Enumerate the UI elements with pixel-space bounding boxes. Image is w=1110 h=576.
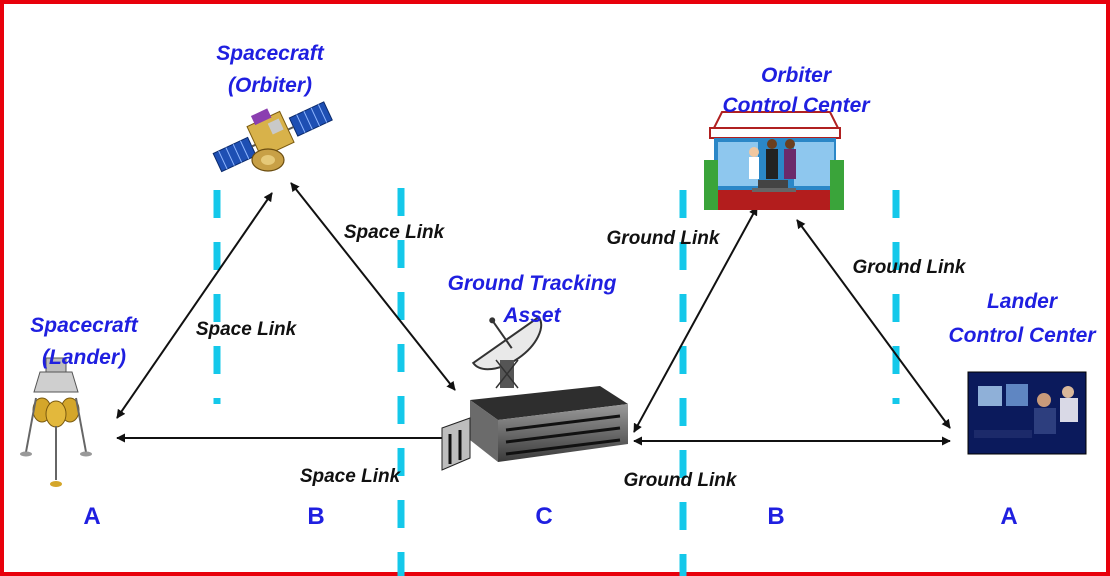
ground-asset-label-line1: Ground Tracking: [448, 272, 617, 295]
link-label-orbiter-cc-lander-cc: Ground Link: [853, 257, 967, 278]
link-label-ground-orbiter-cc: Ground Link: [607, 228, 721, 249]
zone-label-a-left: A: [83, 503, 100, 530]
lander-label-line1: Spacecraft: [30, 314, 138, 337]
link-arrow-ground-orbiter-cc: [633, 206, 758, 433]
lander-control-label-line1: Lander: [987, 290, 1059, 313]
zone-label-c: C: [535, 503, 552, 530]
lander-control-label-line2: Control Center: [949, 324, 1098, 347]
link-arrow-orbiter-cc-lander-cc: [796, 219, 951, 429]
link-label-orbiter-ground: Space Link: [344, 222, 446, 243]
operator-console-icon: [967, 371, 1087, 455]
link-arrow-orbiter-ground: [290, 182, 456, 391]
satellite-icon: [212, 101, 333, 173]
link-label-lander-ground: Space Link: [300, 466, 402, 487]
link-label-lander-orbiter: Space Link: [196, 319, 298, 340]
lander-icon: [20, 357, 92, 487]
zone-label-a-right: A: [1000, 503, 1017, 530]
zone-label-b-right: B: [767, 503, 784, 530]
dish-antenna-icon: [441, 315, 628, 471]
orbiter-control-label-line1: Orbiter: [761, 64, 833, 87]
orbiter-control-label-line2: Control Center: [723, 94, 872, 117]
link-label-ground-lander-cc: Ground Link: [624, 470, 738, 491]
link-arrow-lander-orbiter: [116, 192, 273, 419]
orbiter-label-line1: Spacecraft: [216, 42, 324, 65]
orbiter-label-line2: (Orbiter): [228, 74, 312, 97]
zone-label-b-left: B: [307, 503, 324, 530]
ground-asset-label-line2: Asset: [502, 304, 561, 327]
control-room-icon: [704, 111, 844, 210]
lander-label-line2: (Lander): [42, 346, 126, 369]
